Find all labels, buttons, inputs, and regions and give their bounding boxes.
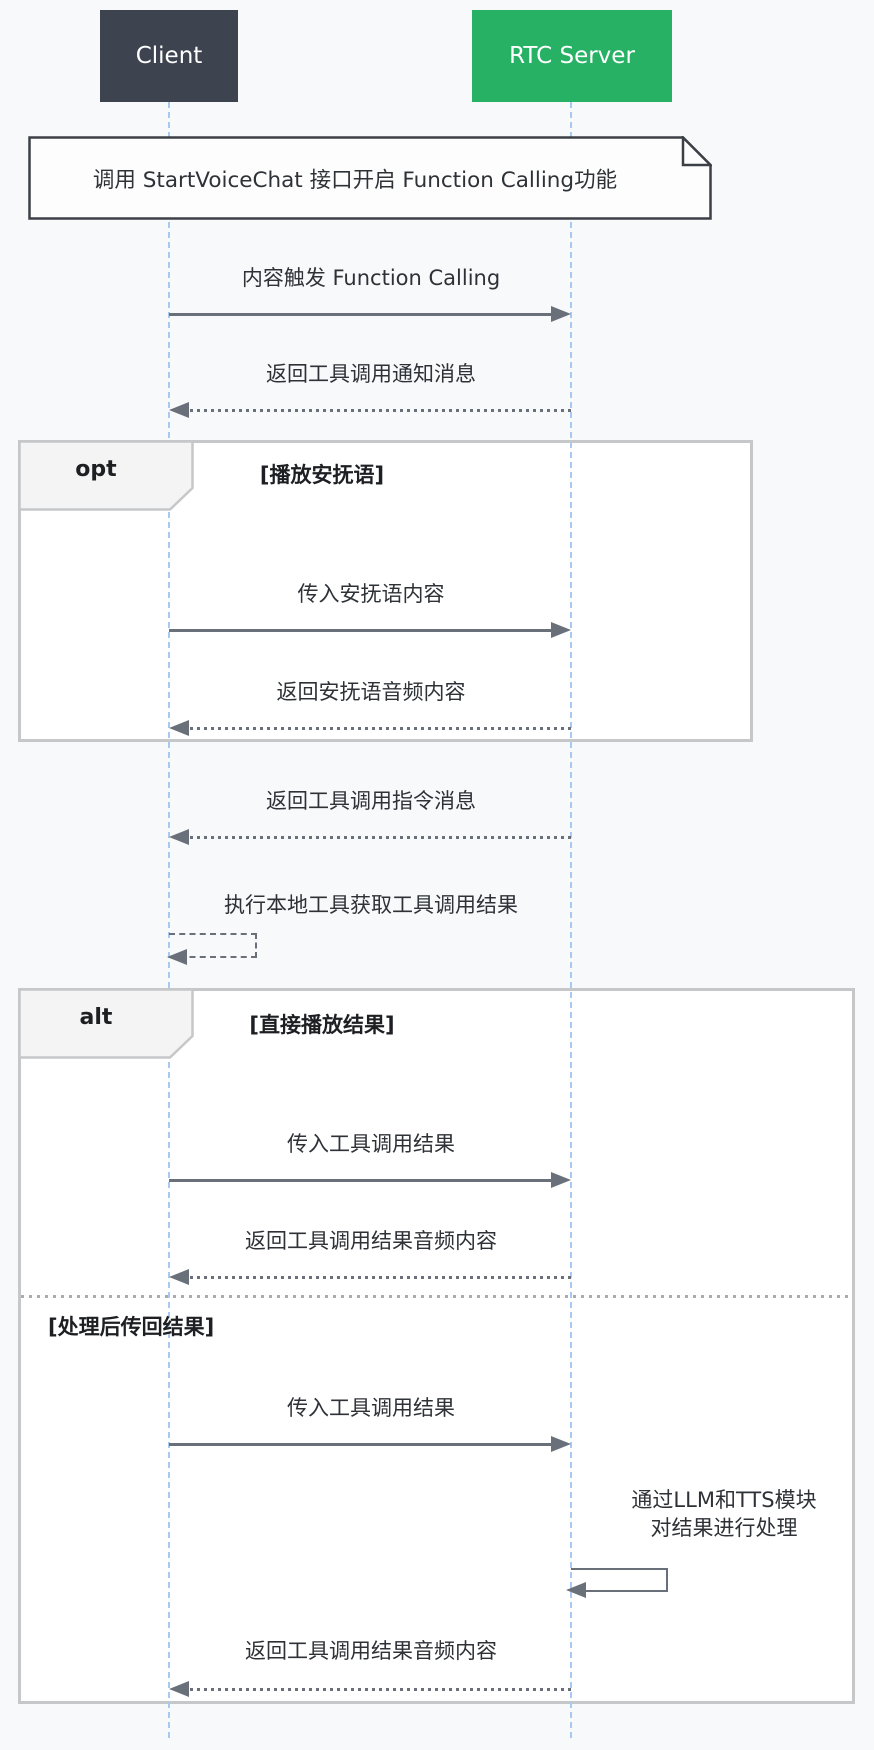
message-text: 内容触发 Function Calling — [241, 266, 501, 290]
arrowhead-left-icon — [169, 720, 189, 736]
message-text: 返回工具调用指令消息 — [266, 789, 476, 813]
self-message-line2: 对结果进行处理 — [650, 1516, 798, 1540]
message-line — [190, 727, 571, 730]
message-line — [169, 313, 553, 316]
message-line — [190, 1688, 571, 1691]
opt-operator-text: opt — [75, 457, 117, 482]
message-text: 返回安抚语音频内容 — [276, 680, 466, 704]
message-text: 返回工具调用结果音频内容 — [245, 1229, 497, 1253]
self-loop-rtc-server — [571, 1568, 668, 1592]
note-text: 调用 StartVoiceChat 接口开启 Function Calling功… — [92, 167, 618, 193]
alt-condition-1-text: [直接播放结果] — [249, 1013, 395, 1037]
alt-condition-2-text: [处理后传回结果] — [48, 1315, 215, 1339]
message-text: 传入工具调用结果 — [287, 1132, 455, 1156]
arrowhead-left-icon — [169, 402, 189, 418]
opt-label: opt — [18, 440, 194, 511]
alt-divider — [21, 1295, 852, 1298]
self-message-text: 执行本地工具获取工具调用结果 — [224, 893, 518, 917]
alt-operator-text: alt — [79, 1005, 113, 1030]
lifeline-rtc-server — [570, 102, 572, 1738]
lifeline-client — [168, 102, 170, 1738]
alt-label: alt — [18, 988, 194, 1059]
message-line — [190, 1276, 571, 1279]
actor-client-label: Client — [135, 43, 203, 69]
message-text: 返回工具调用通知消息 — [266, 362, 476, 386]
actor-rtc-server-label: RTC Server — [509, 43, 635, 69]
message-text: 返回工具调用结果音频内容 — [245, 1639, 497, 1663]
self-message-line1: 通过LLM和TTS模块 — [631, 1488, 817, 1512]
actor-client: Client — [100, 10, 238, 102]
message-line — [190, 836, 571, 839]
arrowhead-right-icon — [551, 622, 571, 638]
message-text: 传入安抚语内容 — [297, 582, 445, 606]
message-line — [169, 1443, 553, 1446]
arrowhead-right-icon — [551, 1172, 571, 1188]
arrowhead-right-icon — [551, 1436, 571, 1452]
self-message-text: 通过LLM和TTS模块 对结果进行处理 — [631, 1486, 816, 1542]
message-line — [169, 1179, 553, 1182]
alt-fragment-frame — [18, 988, 855, 1704]
note-shape — [28, 136, 712, 220]
arrowhead-left-icon — [169, 1681, 189, 1697]
self-loop-client — [169, 933, 257, 958]
arrowhead-left-icon — [169, 1269, 189, 1285]
opt-condition-text: [播放安抚语] — [259, 463, 385, 487]
arrowhead-left-icon — [169, 829, 189, 845]
message-line — [190, 409, 571, 412]
message-line — [169, 629, 553, 632]
note-fold-icon — [681, 136, 712, 167]
arrowhead-right-icon — [551, 306, 571, 322]
arrowhead-left-icon — [566, 1582, 586, 1598]
actor-rtc-server: RTC Server — [472, 10, 672, 102]
arrowhead-left-icon — [167, 949, 187, 965]
message-text: 传入工具调用结果 — [287, 1396, 455, 1420]
